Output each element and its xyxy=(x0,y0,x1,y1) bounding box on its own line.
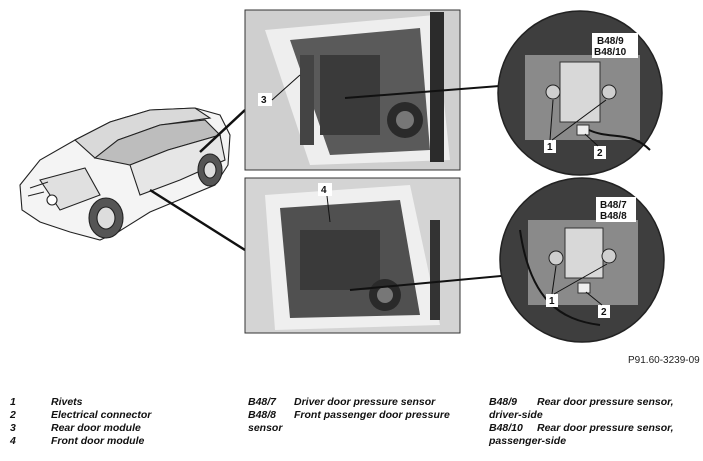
legend-item: B48/10 Rear door pressure sensor, xyxy=(489,422,699,435)
legend-column-parts: 1 Rivets 2 Electrical connector 3 Rear d… xyxy=(10,396,240,448)
legend-key: B48/9 xyxy=(489,396,518,408)
leader-rear-panel xyxy=(199,109,246,153)
figure-id: P91.60-3239-09 xyxy=(628,355,700,366)
legend-item: B48/8 Front passenger door pressure xyxy=(248,409,488,422)
leader-rear-detail xyxy=(344,84,513,99)
legend-item: 4 Front door module xyxy=(10,435,240,448)
legend-item: sensor xyxy=(248,422,488,435)
legend-column-front-sensors: B48/7 Driver door pressure sensor B48/8 … xyxy=(248,396,488,435)
door-sensor-diagram: 3 4 B48/9 B48/10 B48/7 B48/8 1 2 1 2 xyxy=(19,9,665,343)
legend-text: Front door module xyxy=(51,435,145,447)
legend-key: 4 xyxy=(10,435,16,447)
legend-key: 2 xyxy=(10,409,16,421)
legend-key: 1 xyxy=(10,396,16,408)
callout-b48-9: B48/9 xyxy=(597,36,624,47)
legend-text: Driver door pressure sensor xyxy=(294,396,436,408)
legend-column-rear-sensors: B48/9 Rear door pressure sensor, driver-… xyxy=(489,396,699,448)
legend-text: Rear door module xyxy=(51,422,141,434)
front-sensor-detail xyxy=(499,177,665,343)
callout-rear-module: 3 xyxy=(261,95,267,106)
legend-text: Rivets xyxy=(51,396,83,408)
callout-b48-8: B48/8 xyxy=(600,211,627,222)
legend-key: B48/8 xyxy=(248,409,277,421)
legend-key: sensor xyxy=(248,422,283,434)
callout-b48-10: B48/10 xyxy=(594,47,627,58)
legend-item: 1 Rivets xyxy=(10,396,240,409)
callout-b48-7: B48/7 xyxy=(600,200,627,211)
legend-item: B48/9 Rear door pressure sensor, xyxy=(489,396,699,409)
legend-key: 3 xyxy=(10,422,16,434)
car-illustration xyxy=(19,107,231,241)
callout-connector-bottom: 2 xyxy=(601,307,607,318)
legend-key: B48/7 xyxy=(248,396,277,408)
legend-text: Electrical connector xyxy=(51,409,152,421)
legend-text: Front passenger door pressure xyxy=(294,409,450,421)
legend-item: 2 Electrical connector xyxy=(10,409,240,422)
legend-text-cont: passenger-side xyxy=(489,435,567,447)
callout-rivets-top: 1 xyxy=(547,142,553,153)
callout-rivets-bottom: 1 xyxy=(549,296,555,307)
callout-connector-top: 2 xyxy=(597,148,603,159)
legend-item-continuation: passenger-side xyxy=(489,435,699,448)
rear-door-photo xyxy=(244,9,461,171)
legend-item-continuation: driver-side xyxy=(489,409,699,422)
legend-key: B48/10 xyxy=(489,422,523,434)
legend-text: Rear door pressure sensor, xyxy=(537,396,674,408)
legend-item: B48/7 Driver door pressure sensor xyxy=(248,396,488,409)
legend-item: 3 Rear door module xyxy=(10,422,240,435)
legend-text: Rear door pressure sensor, xyxy=(537,422,674,434)
front-door-photo xyxy=(244,177,461,334)
callout-front-module: 4 xyxy=(321,185,327,196)
legend-text-cont: driver-side xyxy=(489,409,543,421)
leader-front-panel xyxy=(149,188,246,252)
leader-front-detail xyxy=(349,274,513,291)
